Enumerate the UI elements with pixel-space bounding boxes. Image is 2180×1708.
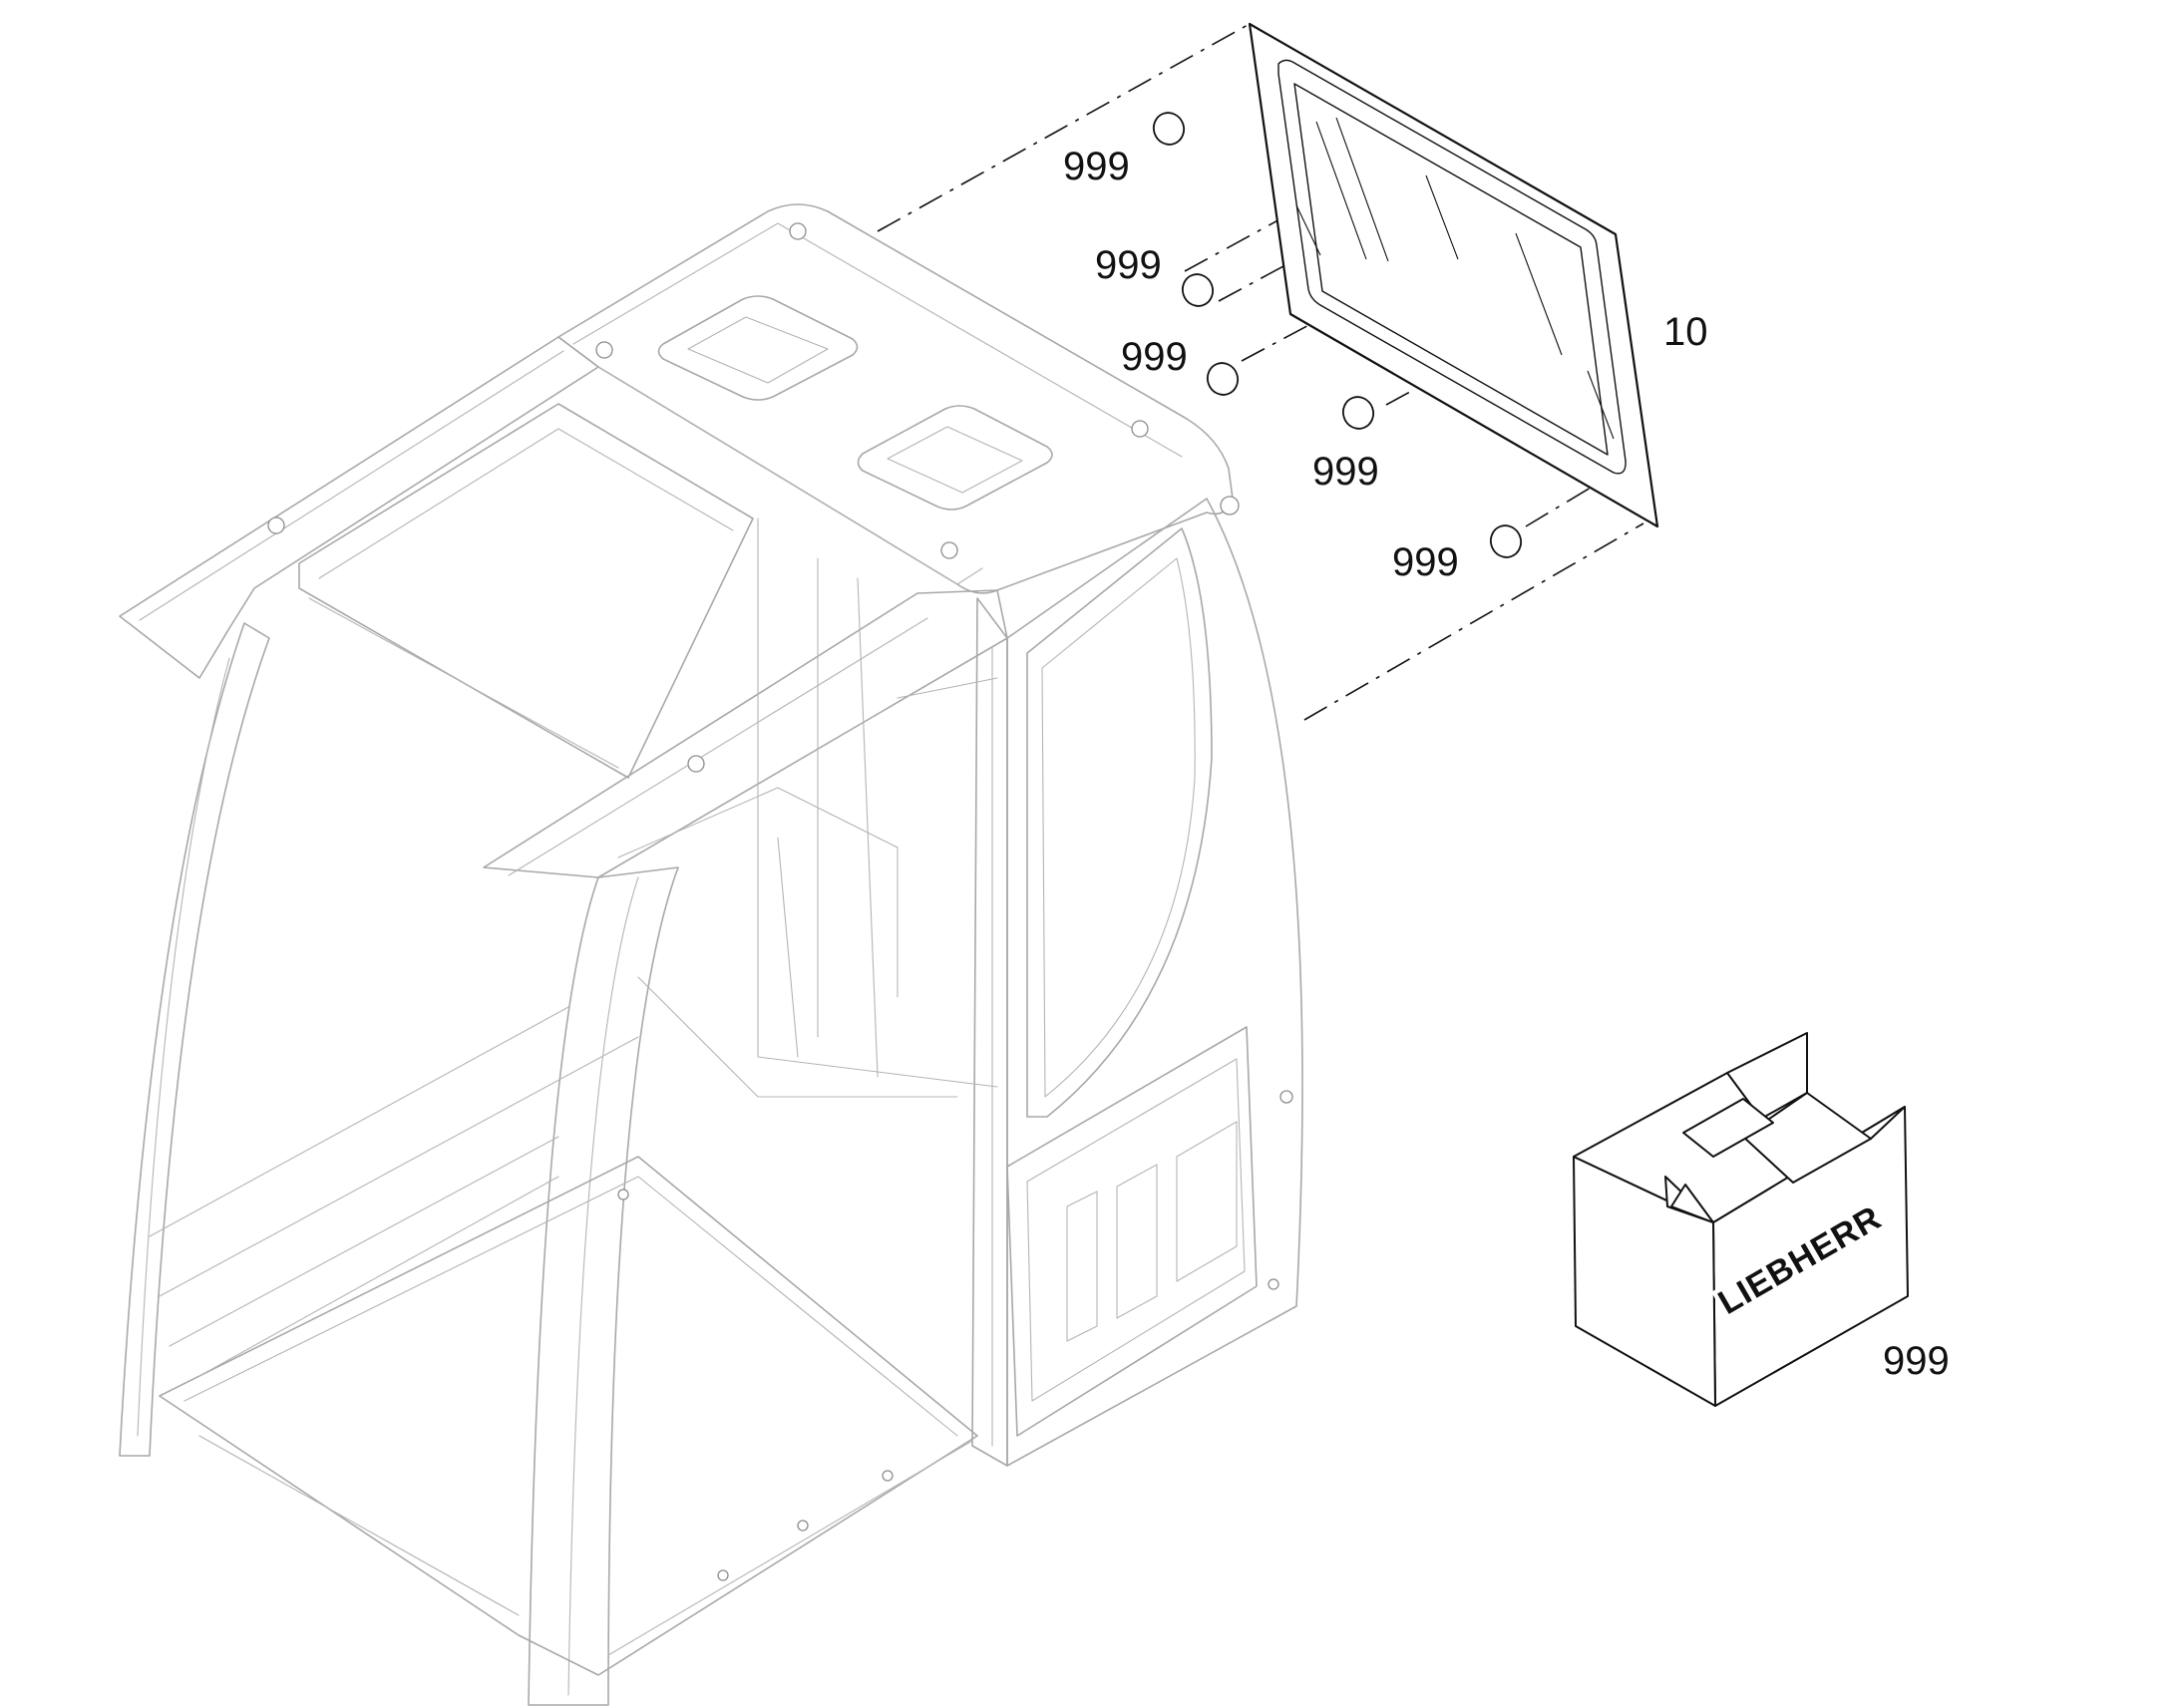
cab-floor — [159, 1156, 978, 1676]
callout-kit-4: 999 — [1312, 450, 1379, 494]
operator-cab-frame — [119, 203, 1303, 1706]
callout-kit-1: 999 — [1063, 145, 1130, 188]
kit-part-1 — [1152, 112, 1186, 146]
callout-labels: 999 999 999 999 999 10 999 — [1063, 145, 1950, 1383]
callout-kit-box: 999 — [1883, 1339, 1950, 1383]
window-glass-outer — [1248, 22, 1659, 528]
box-flap-top — [1682, 1098, 1774, 1158]
front-canopy-beam — [119, 336, 599, 679]
kit-parts — [1152, 112, 1523, 558]
kit-part-4 — [1341, 396, 1375, 430]
front-left-pillar — [119, 622, 270, 1457]
kit-part-2 — [1181, 273, 1215, 307]
skylight-frame — [298, 403, 754, 779]
window-glass-seal — [1277, 59, 1627, 475]
cab-roof — [557, 203, 1234, 594]
rear-side-panel — [1006, 498, 1303, 1467]
front-right-pillar — [528, 866, 679, 1706]
kit-part-3 — [1206, 362, 1240, 396]
kit-part-5 — [1489, 524, 1523, 558]
parts-kit-box: LIEBHERR — [1573, 1032, 1909, 1407]
door-pillar — [971, 597, 1008, 1467]
roof-hatch-front — [657, 295, 859, 401]
callout-kit-5: 999 — [1392, 540, 1459, 584]
lower-door-panel — [1006, 1026, 1258, 1437]
callout-kit-2: 999 — [1095, 243, 1162, 287]
window-glass-part — [1248, 22, 1659, 528]
callout-kit-3: 999 — [1121, 335, 1188, 379]
door-window — [1026, 527, 1213, 1118]
callout-window-glass: 10 — [1663, 310, 1708, 354]
roof-hatch-rear — [857, 405, 1053, 511]
a-pillar-beam — [483, 589, 1008, 878]
glass-reflection-hatch — [1295, 117, 1615, 440]
